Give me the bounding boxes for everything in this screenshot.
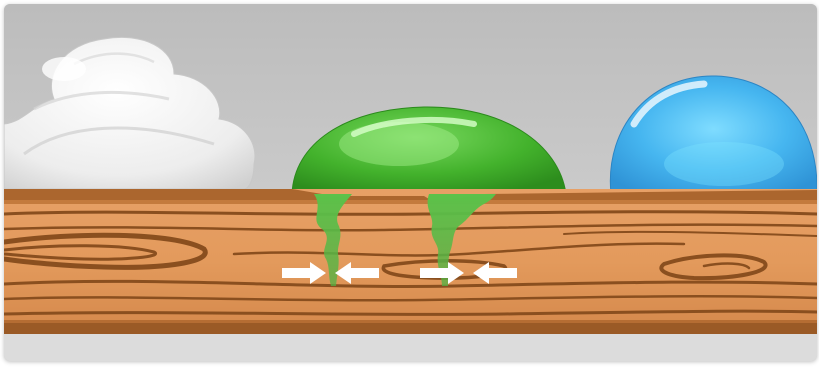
gel-penetration bbox=[314, 194, 496, 286]
water-droplet bbox=[609, 75, 817, 195]
pressure-arrows bbox=[282, 262, 517, 284]
gel-channel-left bbox=[314, 194, 352, 286]
wood-cross-section-diagram bbox=[4, 4, 817, 361]
illustration-frame bbox=[4, 4, 817, 361]
cream-blob bbox=[4, 36, 256, 190]
arrow-right-icon bbox=[420, 262, 464, 284]
green-gel-blob bbox=[291, 106, 567, 195]
arrow-left-icon bbox=[473, 262, 517, 284]
bottom-strip bbox=[4, 334, 817, 361]
gel-channel-right bbox=[427, 194, 496, 286]
wood-board bbox=[4, 189, 817, 334]
wood-grain bbox=[4, 210, 817, 316]
arrow-left-icon bbox=[335, 262, 379, 284]
arrow-right-icon bbox=[282, 262, 326, 284]
